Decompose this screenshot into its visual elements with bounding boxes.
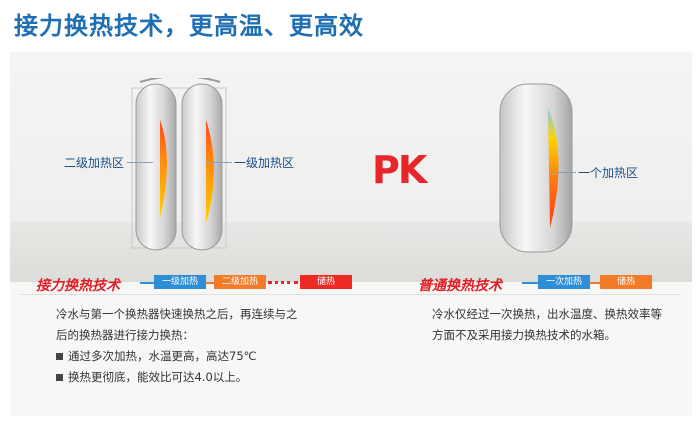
relay-bullet-1-text: 通过多次加热，水温更高，高达75℃ [68,349,257,363]
header: 接力换热技术，更高温、更高效 [0,0,700,52]
heat-zone-first [206,120,214,223]
normal-tech-title: 普通换热技术 [418,278,502,294]
relay-bullet-1: 通过多次加热，水温更高，高达75℃ [56,346,298,367]
second-heating-zone-label: 二级加热区 [64,156,125,170]
single-tank-illustration [499,83,573,253]
normal-description: 冷水仅经过一次换热，出水温度、换热效率等 方面不及采用接力换热技术的水箱。 [432,304,662,346]
page-title: 接力换热技术，更高温、更高效 [14,12,364,40]
heat-zone-single [548,108,559,228]
text-area [10,282,692,416]
stage-first-heating: 一级加热 [154,275,206,289]
connect-pipe [139,78,221,83]
tank-second [135,83,177,251]
single-heating-zone-label: 一个加热区 [578,166,639,180]
comparison-panel [10,52,692,416]
flow-line-r2 [590,282,600,284]
floor-band [10,222,692,282]
stage-second-heating: 二级加热 [214,275,266,289]
label-line-right [206,162,232,163]
tank-single [499,83,573,253]
pk-mark: PK [372,148,427,192]
stage-storage-right: 储热 [600,275,652,289]
bullet-square-icon [56,353,63,360]
relay-line-1: 冷水与第一个换热器快速换热之后，再连续与之 [56,307,298,321]
pk-p: P [372,148,400,192]
label-line-left [127,162,153,163]
flow-line-1 [140,282,154,284]
stage-single-heating: 一次加热 [538,275,590,289]
pk-k: K [397,148,427,192]
label-line-single [552,172,576,173]
relay-bullet-2-text: 换热更彻底，能效比可达4.0以上。 [68,370,248,384]
first-heating-zone-label: 一级加热区 [234,156,295,170]
flow-line-r1 [522,282,538,284]
frame-outline [131,87,227,249]
normal-line-2: 方面不及采用接力换热技术的水箱。 [432,328,616,342]
relay-description: 冷水与第一个换热器快速换热之后，再连续与之 后的换热器进行接力换热： 通过多次加… [56,304,298,388]
stage-storage: 储热 [300,275,352,289]
bullet-square-icon [56,374,63,381]
flow-line-2 [206,282,214,284]
relay-bullet-2: 换热更彻底，能效比可达4.0以上。 [56,367,298,388]
tank-first [181,83,223,251]
flow-dots [268,281,298,284]
relay-tech-title: 接力换热技术 [36,278,120,294]
heat-zone-second [160,120,167,218]
divider [20,294,680,295]
relay-line-2: 后的换热器进行接力换热： [56,328,194,342]
dual-tank-illustration [131,78,227,251]
normal-line-1: 冷水仅经过一次换热，出水温度、换热效率等 [432,307,662,321]
